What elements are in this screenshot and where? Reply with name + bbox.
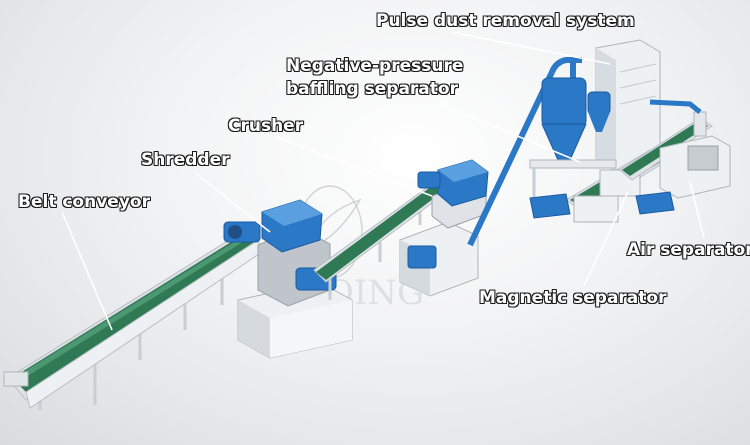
air-separator-machine <box>619 99 731 199</box>
collection-bin <box>529 191 675 219</box>
shredder-machine <box>223 199 353 359</box>
leader-line-belt <box>61 211 113 331</box>
leader-line-magnetic <box>583 191 629 287</box>
leader-line-air <box>689 181 705 239</box>
label-air-separator: Air separator <box>627 240 750 260</box>
belt-conveyor-machine <box>3 231 263 410</box>
leader-lines <box>61 31 705 331</box>
air-duct <box>467 70 555 247</box>
crusher-conveyor <box>313 177 453 300</box>
leader-line-shredder <box>193 171 271 233</box>
label-negative-pressure-line2: baffling separator <box>286 79 458 99</box>
label-shredder: Shredder <box>141 150 230 170</box>
label-magnetic-separator: Magnetic separator <box>479 288 667 308</box>
crusher-machine <box>399 159 489 297</box>
label-pulse-dust-removal: Pulse dust removal system <box>376 11 635 31</box>
label-belt-conveyor: Belt conveyor <box>18 192 150 212</box>
leader-line-pulse <box>451 31 611 65</box>
label-negative-pressure-line1: Negative-pressure <box>286 56 464 76</box>
leader-line-negative-pressure <box>439 103 581 163</box>
label-crusher: Crusher <box>228 116 304 136</box>
leader-line-crusher <box>277 137 433 197</box>
